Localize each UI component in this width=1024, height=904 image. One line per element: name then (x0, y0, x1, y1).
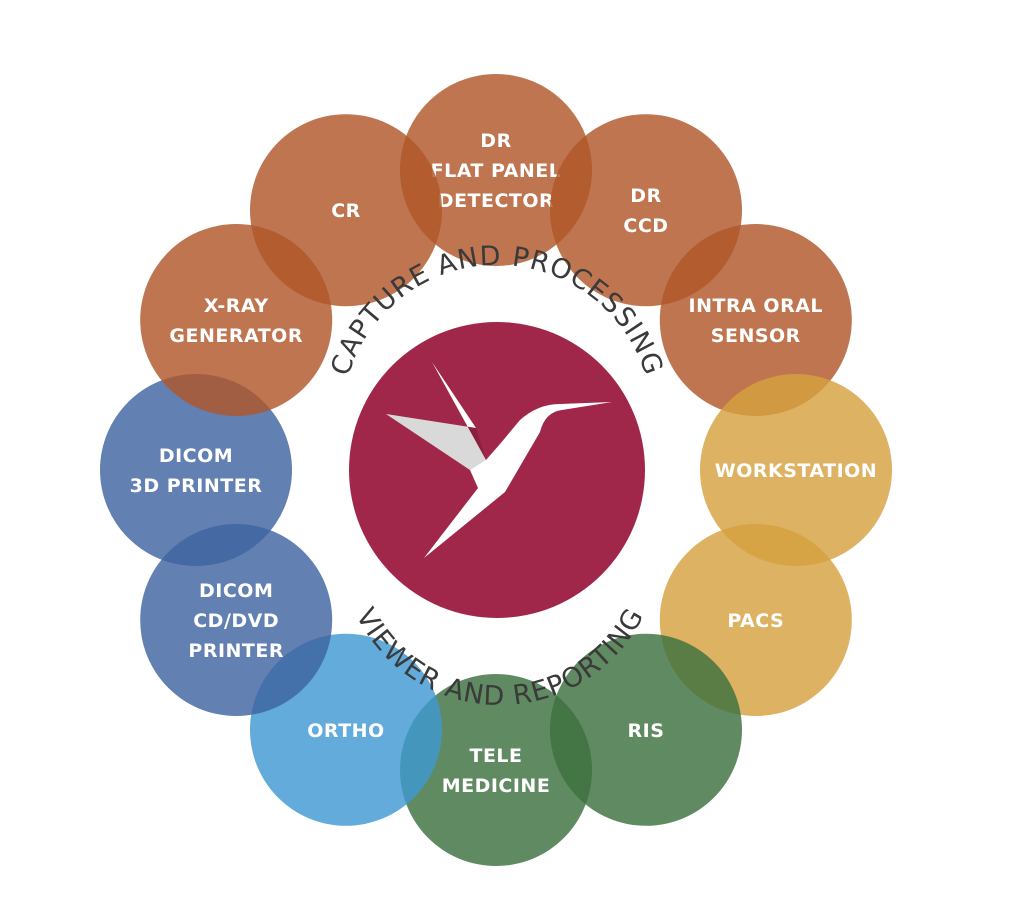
node-intra-oral-sensor: INTRA ORAL SENSOR (659, 224, 852, 416)
node-label-dr-flat-panel-detector-1: FLAT PANEL (431, 160, 562, 182)
node-circle-dicom-3d-printer (100, 374, 292, 566)
node-circle-ris (550, 633, 742, 826)
node-label-x-ray-generator-1: GENERATOR (169, 325, 303, 347)
node-label-dr-ccd-0: DR (630, 185, 661, 207)
node-label-dicom-cd-dvd-printer-1: CD/DVD (193, 610, 279, 632)
node-dicom-3d-printer: DICOM 3D PRINTER (100, 374, 292, 566)
node-tele-medicine: TELE MEDICINE (400, 674, 592, 866)
node-cr: CR (250, 114, 442, 307)
node-label-dr-flat-panel-detector-2: DETECTOR (438, 190, 554, 212)
node-label-ris-0: RIS (628, 720, 665, 742)
hummingbird-icon (386, 362, 612, 558)
node-circle-cr (250, 114, 442, 307)
node-label-pacs-0: PACS (727, 610, 784, 632)
node-dr-flat-panel-detector: DR FLAT PANEL DETECTOR (400, 74, 592, 266)
node-label-workstation-0: WORKSTATION (715, 460, 877, 482)
node-label-dicom-cd-dvd-printer-0: DICOM (199, 580, 273, 602)
node-circle-tele-medicine (400, 674, 592, 866)
node-label-intra-oral-sensor-1: SENSOR (711, 325, 801, 347)
node-label-dicom-3d-printer-1: 3D PRINTER (130, 475, 263, 497)
node-label-tele-medicine-0: TELE (469, 745, 522, 767)
nodes-layer: DR FLAT PANEL DETECTOR DR CCD INTRA ORAL SENSO… (100, 74, 892, 866)
node-ris: RIS (550, 633, 742, 826)
node-label-ortho-0: ORTHO (307, 720, 384, 742)
node-label-dicom-cd-dvd-printer-2: PRINTER (188, 640, 284, 662)
center-hub: CAPTURE AND PROCESSING VIEWER AND REPORT… (325, 241, 668, 713)
node-circle-workstation (700, 374, 892, 566)
node-label-dr-flat-panel-detector-0: DR (480, 130, 511, 152)
node-dicom-cd-dvd-printer: DICOM CD/DVD PRINTER (140, 524, 333, 716)
node-workstation: WORKSTATION (700, 374, 892, 566)
node-label-intra-oral-sensor-0: INTRA ORAL (689, 295, 823, 317)
node-label-tele-medicine-1: MEDICINE (442, 775, 551, 797)
node-circle-dr-flat-panel-detector (400, 74, 592, 266)
node-label-dicom-3d-printer-0: DICOM (159, 445, 233, 467)
node-label-dr-ccd-1: CCD (623, 215, 668, 237)
node-label-x-ray-generator-0: X-RAY (204, 295, 269, 317)
node-circle-dicom-cd-dvd-printer (140, 524, 333, 716)
node-circle-intra-oral-sensor (659, 224, 852, 416)
node-label-cr-0: CR (331, 200, 361, 222)
